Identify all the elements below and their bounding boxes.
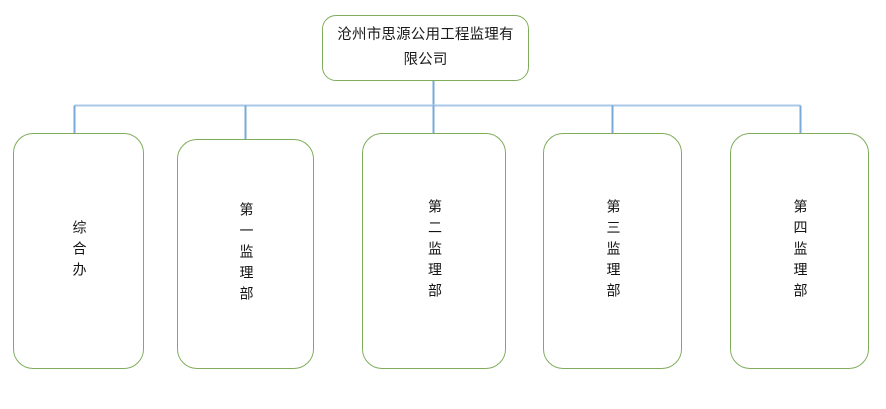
node-dept-supervision-4[interactable]: 第四监理部 bbox=[730, 133, 869, 369]
node-label-general-office: 综合办 bbox=[70, 219, 87, 283]
node-dept-general-office[interactable]: 综合办 bbox=[13, 133, 144, 369]
node-dept-supervision-3[interactable]: 第三监理部 bbox=[543, 133, 682, 369]
node-root-company[interactable]: 沧州市思源公用工程监理有限公司 bbox=[322, 15, 529, 81]
node-dept-supervision-2[interactable]: 第二监理部 bbox=[362, 133, 506, 369]
node-label-supervision-1: 第一监理部 bbox=[237, 201, 254, 307]
node-label-supervision-4: 第四监理部 bbox=[791, 198, 808, 304]
node-root-label: 沧州市思源公用工程监理有限公司 bbox=[337, 27, 514, 68]
node-dept-supervision-1[interactable]: 第一监理部 bbox=[177, 139, 314, 369]
node-label-supervision-3: 第三监理部 bbox=[604, 198, 621, 304]
node-label-supervision-2: 第二监理部 bbox=[426, 198, 442, 304]
